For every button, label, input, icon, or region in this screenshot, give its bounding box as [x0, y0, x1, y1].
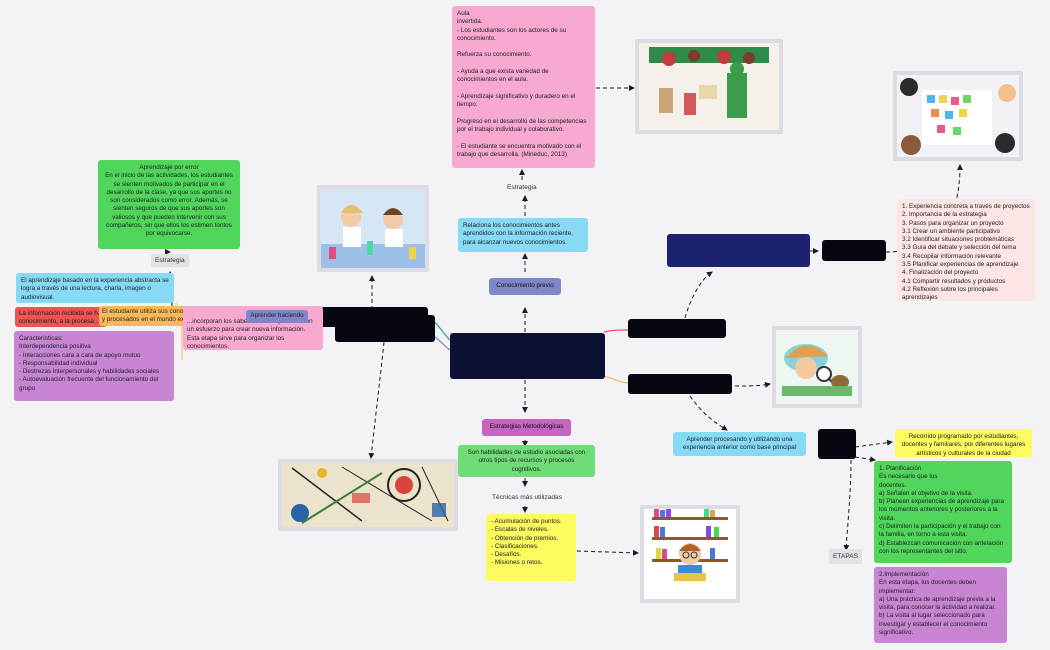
- techniques-label: Técnicas más utilizadas: [492, 494, 562, 501]
- library-girl-photo-icon: [640, 505, 740, 603]
- experiential-title-node[interactable]: [822, 240, 886, 261]
- study-skills-node[interactable]: Son habilidades de estudio asociadas con…: [458, 445, 595, 477]
- strategy-top-label: Estrategia: [507, 184, 537, 191]
- abstract-art-photo-icon: [278, 459, 458, 531]
- strategy-left-label: Estrategia: [151, 254, 189, 267]
- methodological-strategies-node[interactable]: Estrategias Metodológicas: [482, 419, 571, 436]
- experiential-learning-node[interactable]: Significa aprender experimentando a trav…: [667, 234, 810, 267]
- characteristics-node[interactable]: Características: Interdependencia positi…: [14, 331, 174, 401]
- explorer-boy-photo-icon: [772, 326, 862, 408]
- projects-steps-node[interactable]: 1. Experiencia concreta a través de proy…: [897, 199, 1035, 301]
- left-branch-node-b[interactable]: [335, 315, 435, 342]
- techniques-list-node[interactable]: - Acumulación de puntos. - Escalas de ni…: [486, 514, 576, 581]
- flipped-classroom-node[interactable]: Aula invertida. - Los estudiantes son lo…: [452, 6, 595, 168]
- chemistry-kids-photo-icon: [317, 185, 429, 272]
- right-branch-node-lower[interactable]: [628, 374, 732, 394]
- right-branch-node-upper[interactable]: [628, 319, 726, 338]
- classroom-photo-icon: [635, 39, 783, 134]
- abstract-experience-node[interactable]: El aprendizaje basado en la experiencia …: [16, 273, 174, 303]
- tour-description-node[interactable]: Recorrido programado por estudiantes, do…: [895, 429, 1032, 457]
- central-topic-node[interactable]: [450, 333, 605, 379]
- whiteboard-team-photo-icon: [893, 71, 1023, 161]
- prior-knowledge-text-node[interactable]: Relaciona los conocimientos antes aprend…: [458, 218, 588, 252]
- prior-knowledge-node[interactable]: Conocimiento previo: [489, 278, 561, 295]
- planning-stage-node[interactable]: 1. Planificación Es necesario que los do…: [874, 461, 1012, 563]
- processed-information-node[interactable]: La información recibida se h... conocimi…: [15, 307, 107, 327]
- stages-label: ETAPAS: [829, 549, 863, 564]
- field-trip-title-node[interactable]: [818, 429, 856, 459]
- learn-by-doing-node[interactable]: Aprender haciendo: [246, 310, 308, 323]
- learning-by-error-node[interactable]: Aprendizaje por error En el inicio de la…: [98, 160, 240, 249]
- process-experience-node[interactable]: Aprender procesando y utilizando una exp…: [673, 432, 806, 456]
- implementation-stage-node[interactable]: 2.Implementación En esta etapa, los doce…: [874, 567, 1007, 643]
